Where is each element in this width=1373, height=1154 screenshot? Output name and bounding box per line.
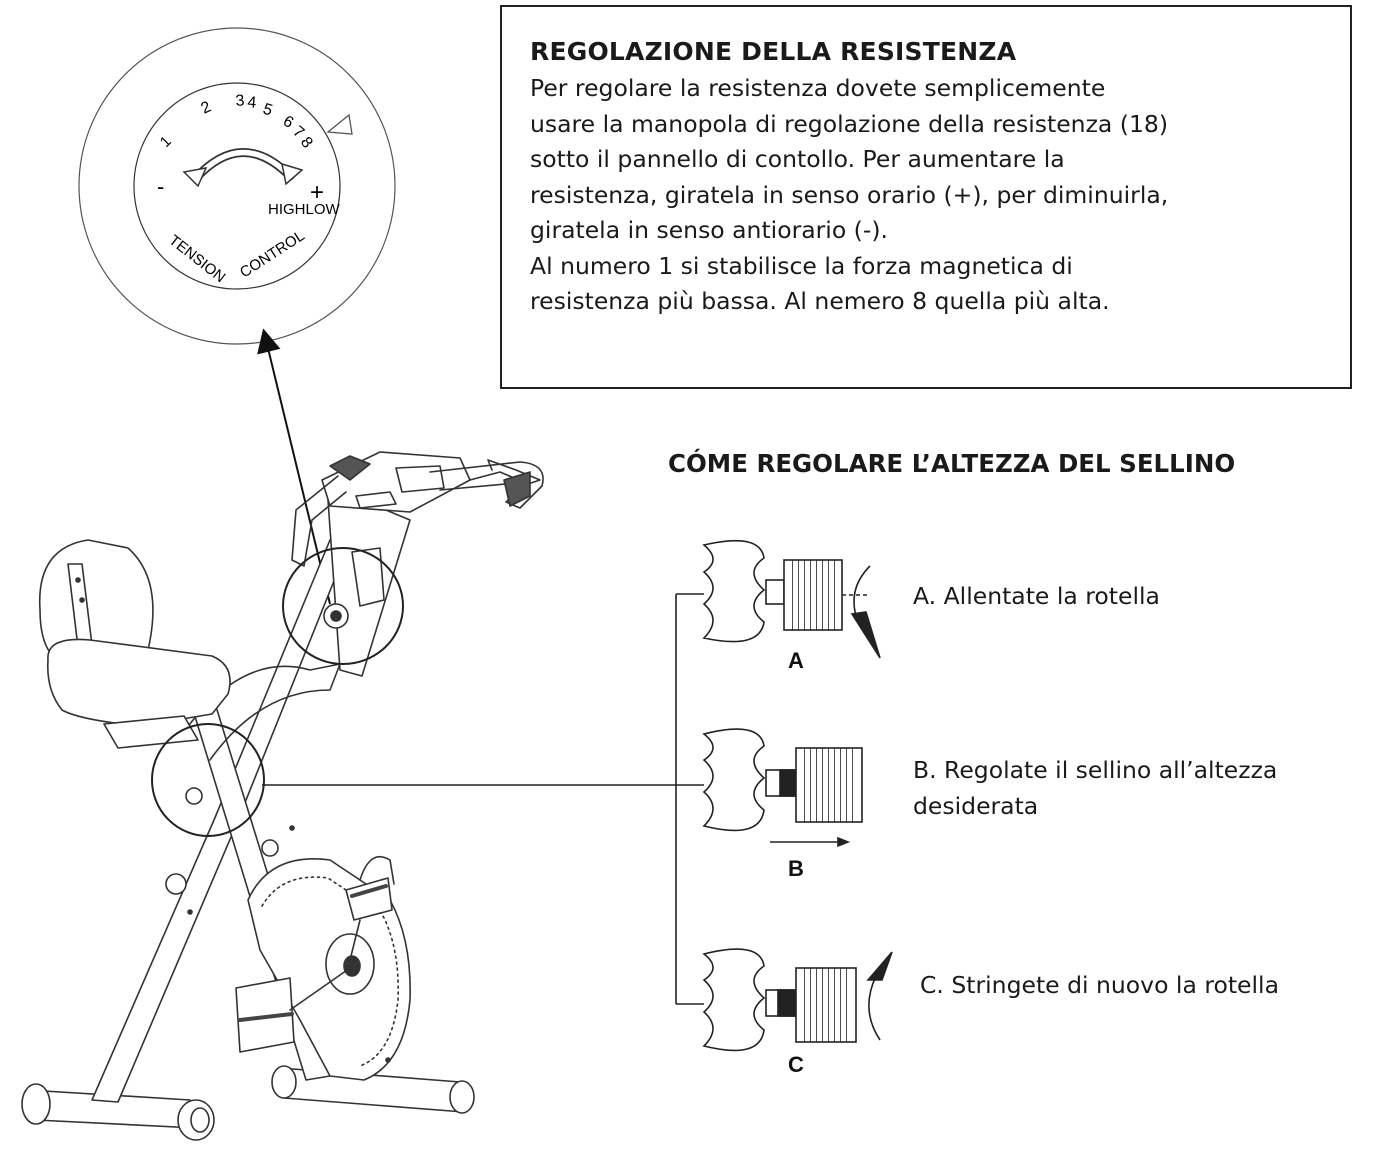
step-a-letter: A xyxy=(788,648,804,673)
pointer-arrow xyxy=(257,328,331,605)
step-c-letter: C xyxy=(788,1052,804,1077)
zoom-circle-tension xyxy=(282,547,404,665)
step-b-text: B. Regolate il sellino all’altezza desid… xyxy=(913,756,1278,820)
tension-dial-illustration: 1 2 3 4 5 6 7 8 - + HIGHLOW TENSION CONT… xyxy=(78,27,396,345)
dial-high-low-label: HIGHLOW xyxy=(268,201,341,218)
step-c-illustration: C xyxy=(702,948,893,1077)
resistance-title: REGOLAZIONE DELLA RESISTENZA xyxy=(530,37,1017,66)
resistance-info-box: REGOLAZIONE DELLA RESISTENZA Per regolar… xyxy=(500,5,1352,389)
dial-level-4: 4 xyxy=(247,94,257,112)
connector-lines xyxy=(262,593,704,1005)
dial-plus-sign: + xyxy=(310,179,324,206)
step-c-text: C. Stringete di nuovo la rotella xyxy=(920,971,1279,999)
zoom-circle-seat-knob xyxy=(151,723,265,837)
resistance-description: Per regolare la resistenza dovete sempli… xyxy=(530,74,1169,315)
step-b-illustration: B xyxy=(702,728,863,881)
step-a-illustration: A xyxy=(702,539,881,673)
saddle-height-title: CÓME REGOLARE L’ALTEZZA DEL SELLINO xyxy=(668,449,1236,478)
step-b-letter: B xyxy=(788,856,804,881)
dial-level-3: 3 xyxy=(235,92,245,110)
dial-minus-sign: - xyxy=(157,174,164,199)
step-a-text: A. Allentate la rotella xyxy=(913,582,1160,610)
exercise-bike-illustration xyxy=(21,451,544,1141)
